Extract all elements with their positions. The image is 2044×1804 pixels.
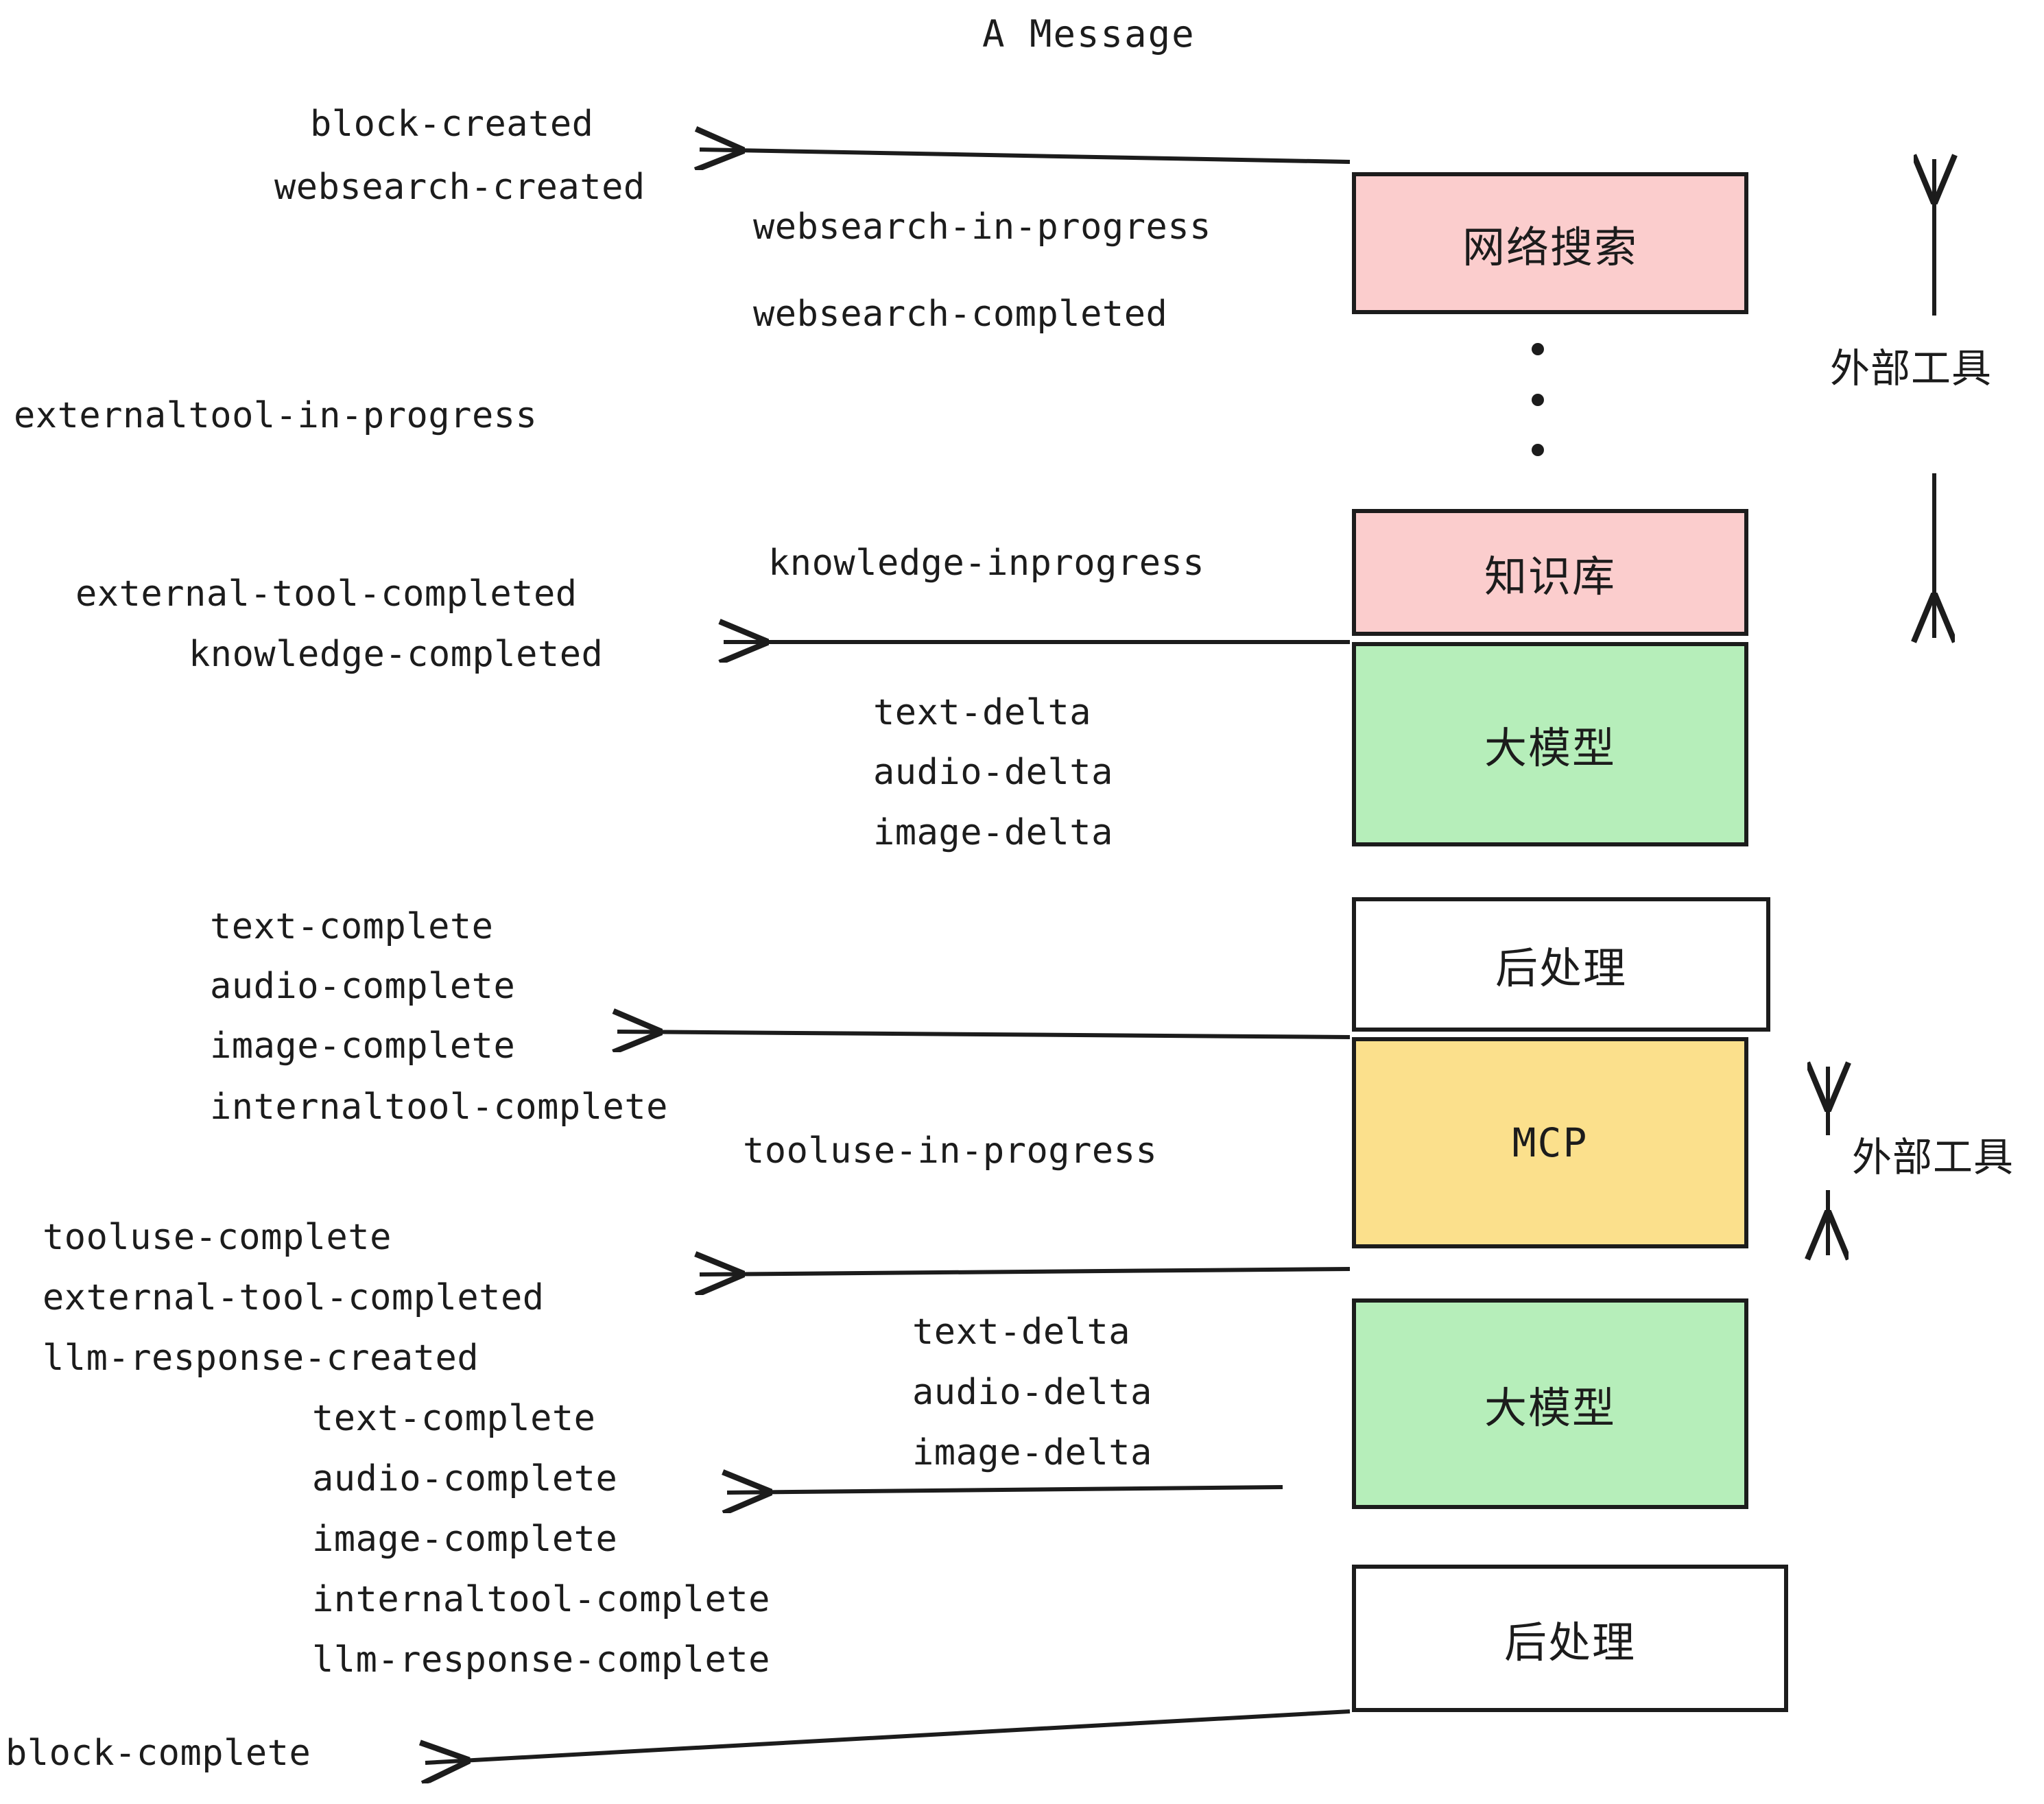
- event-external-tool-completed-1: external-tool-completed: [75, 573, 578, 615]
- event-audio-delta-2: audio-delta: [912, 1372, 1152, 1413]
- node-knowledge-label: 知识库: [1484, 551, 1616, 602]
- arrow-image-complete: [617, 1032, 1351, 1037]
- event-audio-complete-1: audio-complete: [210, 966, 516, 1007]
- event-knowledge-completed: knowledge-completed: [189, 634, 604, 675]
- node-llm-2-label: 大模型: [1484, 1382, 1616, 1433]
- event-text-complete-2: text-complete: [312, 1398, 596, 1439]
- side-label-external-tool-top: 外部工具: [1830, 345, 1993, 392]
- event-image-delta-1: image-delta: [873, 812, 1113, 853]
- event-audio-complete-2: audio-complete: [312, 1458, 618, 1499]
- node-mcp[interactable]: MCP: [1352, 1037, 1748, 1248]
- node-postprocess-1[interactable]: 后处理: [1352, 897, 1770, 1032]
- event-websearch-created: websearch-created: [274, 167, 645, 208]
- event-tooluse-in-progress: tooluse-in-progress: [743, 1130, 1158, 1172]
- event-image-complete-1: image-complete: [210, 1025, 516, 1067]
- node-postprocess-2-label: 后处理: [1504, 1617, 1636, 1667]
- node-llm-1[interactable]: 大模型: [1352, 642, 1748, 846]
- event-block-created: block-created: [310, 104, 594, 145]
- event-tooluse-complete: tooluse-complete: [43, 1217, 392, 1258]
- side-label-external-tool-bottom: 外部工具: [1852, 1134, 2015, 1180]
- event-audio-delta-1: audio-delta: [873, 752, 1113, 793]
- arrow-audio-complete: [727, 1487, 1283, 1493]
- event-internaltool-complete-2: internaltool-complete: [312, 1579, 770, 1620]
- arrow-tooluse-complete: [700, 1269, 1351, 1274]
- event-text-delta-2: text-delta: [912, 1312, 1131, 1353]
- event-llm-response-complete: llm-response-complete: [312, 1639, 770, 1681]
- event-image-complete-2: image-complete: [312, 1519, 618, 1560]
- node-websearch-label: 网络搜索: [1462, 222, 1638, 272]
- node-postprocess-1-label: 后处理: [1495, 943, 1627, 993]
- node-mcp-label: MCP: [1512, 1119, 1589, 1166]
- event-image-delta-2: image-delta: [912, 1432, 1152, 1473]
- node-postprocess-2[interactable]: 后处理: [1352, 1565, 1788, 1712]
- event-websearch-in-progress: websearch-in-progress: [753, 206, 1211, 248]
- event-llm-response-created: llm-response-created: [43, 1338, 479, 1379]
- event-internaltool-complete-1: internaltool-complete: [210, 1087, 668, 1128]
- event-websearch-completed: websearch-completed: [753, 294, 1168, 335]
- node-knowledge[interactable]: 知识库: [1352, 509, 1748, 636]
- arrow-block-complete: [425, 1709, 1351, 1763]
- node-websearch[interactable]: 网络搜索: [1352, 172, 1748, 314]
- vertical-ellipsis-icon: [1531, 343, 1545, 456]
- event-external-tool-completed-2: external-tool-completed: [43, 1277, 545, 1318]
- event-knowledge-inprogress: knowledge-inprogress: [768, 543, 1205, 584]
- diagram-title: A Message: [982, 12, 1196, 56]
- event-block-complete: block-complete: [5, 1733, 311, 1774]
- arrow-websearch-created: [700, 150, 1351, 162]
- node-llm-2[interactable]: 大模型: [1352, 1298, 1748, 1509]
- event-text-complete-1: text-complete: [210, 906, 494, 947]
- node-llm-1-label: 大模型: [1484, 723, 1616, 773]
- event-text-delta-1: text-delta: [873, 692, 1092, 733]
- event-externaltool-in-progress: externaltool-in-progress: [14, 395, 538, 436]
